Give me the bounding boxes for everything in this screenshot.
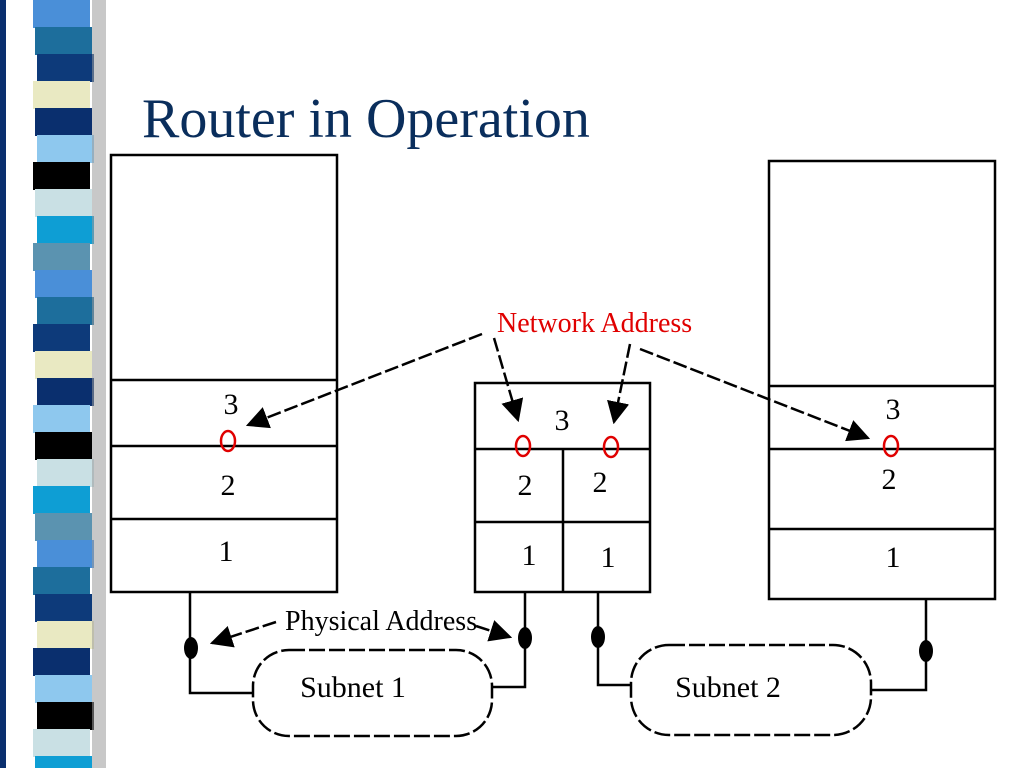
stripe-band [37, 54, 94, 82]
left-host-link [188, 592, 255, 695]
stripe-band [35, 675, 92, 703]
nic-left-host [184, 637, 198, 659]
stripe-band [37, 135, 94, 163]
host-right-outline [767, 159, 997, 601]
network-address-label: Network Address [497, 308, 692, 339]
host-right-stack [767, 159, 997, 601]
host-right-layer-3: 3 [886, 393, 901, 426]
physical-address-label: Physical Address [285, 606, 477, 637]
host-left-layer-1: 1 [219, 535, 234, 568]
stripe-band [33, 729, 90, 757]
network-address-marker-right [882, 434, 900, 458]
stripe-band [37, 621, 94, 649]
network-address-marker-router-left [514, 434, 532, 458]
router-left-link [492, 592, 527, 689]
physical-address-arrow-left [209, 620, 277, 648]
host-right-layer-2: 2 [882, 463, 897, 496]
host-left-layer-2: 2 [221, 469, 236, 502]
stripe-shadow [92, 0, 106, 768]
stripe-band [35, 189, 92, 217]
nic-router-left [518, 627, 532, 649]
stripe-band [33, 162, 90, 190]
right-host-link [870, 599, 928, 692]
stripe-band [37, 378, 94, 406]
stripe-band [37, 297, 94, 325]
subnet-2-shape [629, 643, 873, 737]
stripe-band [33, 81, 90, 109]
stripe-band [33, 486, 90, 514]
stripe-band [35, 594, 92, 622]
network-address-arrow-router-right [607, 343, 632, 425]
stripe-band [37, 702, 94, 730]
physical-address-arrow-right [475, 620, 513, 642]
network-address-arrow-left [245, 332, 483, 429]
stripe-band [35, 513, 92, 541]
stripe-band [37, 459, 94, 487]
stripe-band [35, 432, 92, 460]
host-right-layer-1: 1 [886, 541, 901, 574]
nic-router-right [591, 626, 605, 648]
subnet-1-shape [251, 648, 494, 738]
stripe-band [33, 324, 90, 352]
network-address-marker-router-right [602, 435, 620, 459]
subnet-1-label: Subnet 1 [300, 671, 406, 704]
host-left-stack [109, 153, 339, 594]
stripe-band [33, 648, 90, 676]
page-title: Router in Operation [142, 88, 590, 150]
stripe-band [35, 108, 92, 136]
stripe-band [37, 216, 94, 244]
stripe-band [35, 351, 92, 379]
network-address-marker-left [219, 429, 237, 453]
router-right-layer-1: 1 [601, 541, 616, 574]
network-address-arrow-right [639, 347, 871, 442]
router-layer-3: 3 [555, 404, 570, 437]
router-left-layer-2: 2 [518, 469, 533, 502]
stripe-band [37, 540, 94, 568]
decorative-stripe-bar [0, 0, 94, 768]
stripe-band [33, 243, 90, 271]
stripe-band [35, 756, 92, 768]
router-stack [473, 381, 652, 594]
stripe-band [33, 567, 90, 595]
network-address-arrow-router-left [492, 337, 524, 423]
stripe-band [35, 270, 92, 298]
router-left-layer-1: 1 [522, 539, 537, 572]
subnet-2-label: Subnet 2 [675, 671, 781, 704]
stripe-edge [0, 0, 6, 768]
stripe-band [33, 405, 90, 433]
nic-right-host [919, 640, 933, 662]
host-left-layer-3: 3 [224, 388, 239, 421]
router-right-link [596, 592, 632, 687]
stripe-band [33, 0, 90, 28]
stripe-band [35, 27, 92, 55]
host-left-outline [109, 153, 339, 594]
router-right-layer-2: 2 [593, 466, 608, 499]
